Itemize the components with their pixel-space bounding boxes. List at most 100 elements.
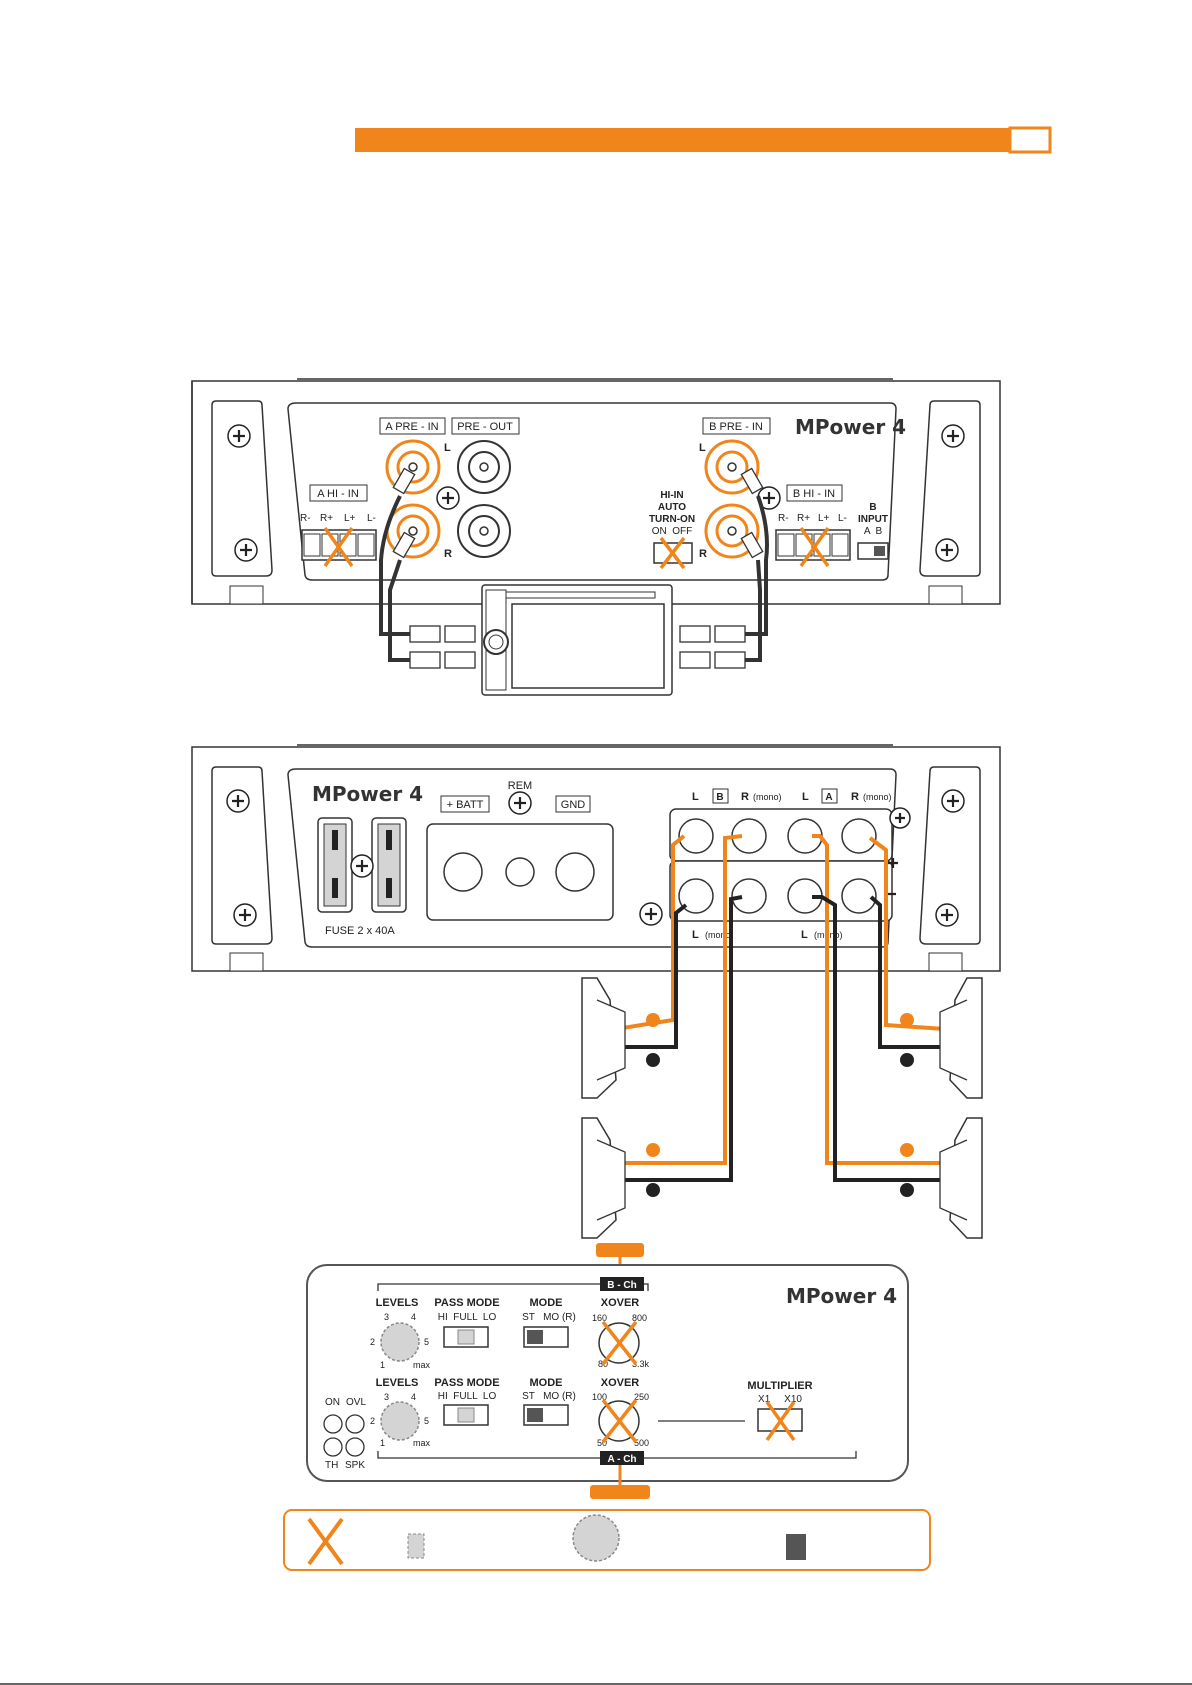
fuse-label: FUSE 2 x 40A [325,925,395,937]
mode-b-label: MODE [530,1297,563,1309]
mode-opts-a: ST MO (R) [522,1391,576,1402]
led-th-label: TH [325,1460,338,1471]
speaker-rear-left [581,1117,660,1239]
led-ovl [345,1414,365,1434]
led-spk-label: SPK [345,1460,365,1471]
b-hi-in-terminal: R- R+ L+ L- [775,513,851,568]
b-input-input: INPUT [858,514,888,525]
switch-icon [407,1533,425,1559]
term-b-r-plus: R+ [797,513,810,524]
rca-cables [379,495,769,662]
pass-opts-b: HI FULL LO [438,1312,497,1323]
gnd-label: GND [561,799,586,811]
rem-label: REM [508,780,532,792]
xover-a-label: XOVER [601,1377,640,1389]
lvl-b-max: max [413,1360,431,1370]
x-mark-icon [659,536,686,570]
xover-a-500: 500 [634,1438,649,1448]
led-spk [345,1437,365,1457]
spk-a-box: A [825,792,832,803]
b-input-selector: B INPUT A B [857,502,889,560]
term-b-l-minus: L- [838,513,847,524]
levels-a-label: LEVELS [376,1377,419,1389]
hi-in-auto-turn-on: HI-IN AUTO TURN-ON ON OFF [649,490,695,570]
spk-mono-a: (mono) [863,792,892,802]
spk-l-mono-1: L [692,929,699,941]
hi-in-text: HI-IN [660,490,683,501]
multiplier-label: MULTIPLIER [747,1380,812,1392]
spk-r-b: R [741,791,749,803]
led-th [323,1437,343,1457]
lvl-b-1: 1 [380,1360,385,1370]
term-a-r-minus: R- [300,513,311,524]
lvl-b-3: 3 [384,1312,389,1322]
rca-plug-pairs [409,625,746,669]
pre-out-jack-l [457,440,511,494]
lvl-b-2: 2 [370,1337,375,1347]
lvl-a-1: 1 [380,1438,385,1448]
mode-a-label: MODE [530,1377,563,1389]
term-b-l-plus: L+ [818,513,830,524]
speaker-rear-right [900,1117,983,1239]
control-panel: MPower 4 B - Ch LEVELS 3 4 2 5 1 max PAS… [306,1243,909,1499]
led-on-label: ON [325,1397,340,1408]
r-label-b: R [699,548,707,560]
x-mark-icon [601,1398,638,1444]
spk-b-box: B [716,792,723,803]
speaker-front-left [581,977,660,1099]
xover-b-160: 160 [592,1313,607,1323]
batt-label: + BATT [447,799,484,811]
lvl-b-5: 5 [424,1337,429,1347]
xover-a-50: 50 [597,1438,607,1448]
header-bar [355,126,1052,154]
knob-icon [572,1514,620,1562]
multiplier-opts: X1 X10 [758,1394,802,1405]
spk-mono-b: (mono) [753,792,782,802]
x-mark-icon [307,1517,344,1566]
spk-mono-1: (mono) [705,930,734,940]
x-mark-icon [323,526,354,568]
lvl-a-3: 3 [384,1392,389,1402]
xover-a-250: 250 [634,1392,649,1402]
lvl-a-2: 2 [370,1416,375,1426]
legend-box [283,1509,931,1571]
lvl-a-4: 4 [411,1392,416,1402]
pass-mode-b-label: PASS MODE [434,1297,499,1309]
a-ch-label: A - Ch [607,1454,636,1465]
spk-r-a: R [851,791,859,803]
levels-a-knob [380,1401,420,1441]
levels-b-label: LEVELS [376,1297,419,1309]
xover-b-800: 800 [632,1313,647,1323]
b-pre-in-label: B PRE - IN [709,421,763,433]
term-a-l-plus: L+ [344,513,356,524]
b-input-b: B [869,502,876,513]
amp-input-panel: MPower 4 A PRE - IN PRE - OUT B PRE - IN… [191,378,1001,605]
pass-mode-a-label: PASS MODE [434,1377,499,1389]
lvl-a-5: 5 [424,1416,429,1426]
xover-b-label: XOVER [601,1297,640,1309]
xover-a-100: 100 [592,1392,607,1402]
l-label-a: L [444,442,451,454]
rca-plugs-top [392,467,764,559]
amp-output-panel: MPower 4 FUSE 2 x 40A REM + BATT GND L B… [191,744,1001,972]
a-hi-in-terminal: R- R+ L+ L- [300,513,377,568]
lvl-b-4: 4 [411,1312,416,1322]
lvl-a-max: max [413,1438,431,1448]
mid-brand: MPower 4 [312,782,423,806]
xover-b-33k: 3.3k [632,1359,650,1369]
spk-l-a: L [802,791,809,803]
b-hi-in-label: B HI - IN [793,488,835,500]
term-a-r-plus: R+ [320,513,333,524]
a-hi-in-label: A HI - IN [317,488,359,500]
pre-out-jack-r [457,504,511,558]
speaker-wires [609,834,961,1182]
top-brand: MPower 4 [795,415,906,439]
led-ovl-label: OVL [346,1397,366,1408]
fuses [317,817,407,913]
ctrl-brand: MPower 4 [786,1284,897,1308]
term-a-l-minus: L- [367,513,376,524]
r-label-a: R [444,548,452,560]
x-mark-icon [799,526,830,568]
spk-l-mono-2: L [801,929,808,941]
led-on [323,1414,343,1434]
